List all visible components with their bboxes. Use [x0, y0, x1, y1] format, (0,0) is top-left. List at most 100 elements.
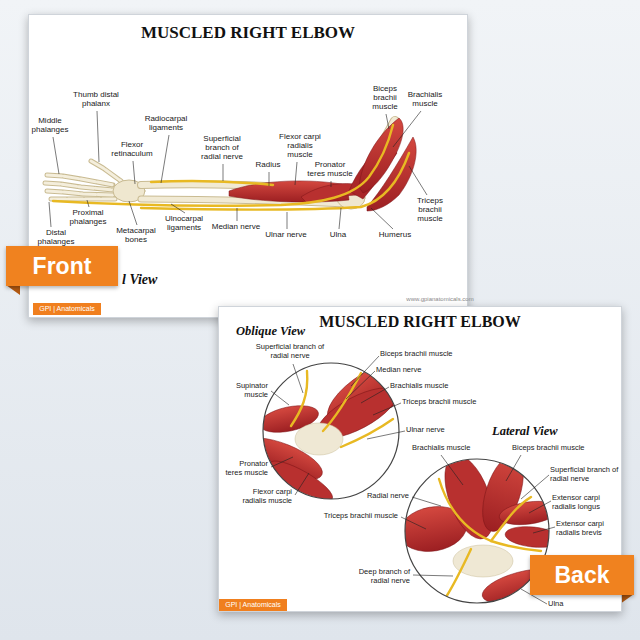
leader-line [53, 137, 59, 174]
view-heading: Oblique View [236, 324, 305, 338]
label-holder: Pronator teres muscle [222, 460, 268, 477]
part-label: Extensor carpi radialis longus [552, 493, 600, 511]
leader-line [331, 181, 332, 187]
leader-line [97, 111, 99, 162]
label-holder: Ulnocarpal ligaments [159, 214, 209, 232]
arm-illustration [45, 111, 427, 229]
oblique-view-inset [295, 423, 343, 455]
part-label: Radial nerve [367, 491, 409, 500]
part-label: Flexor retinaculum [111, 140, 152, 158]
leader-line [133, 161, 135, 184]
part-label: Extensor carpi radialis brevis [556, 519, 604, 537]
card-title: MUSCLED RIGHT ELBOW [319, 313, 521, 330]
label-holder: Radial nerve [367, 492, 409, 501]
label-holder: Ulnar nerve [406, 426, 445, 435]
label-holder: Pronator teres muscle [305, 160, 355, 178]
leader-line [295, 473, 309, 495]
badge-fold [6, 285, 20, 295]
label-holder: Ulnar nerve [265, 230, 306, 239]
part-label: Median nerve [376, 365, 421, 374]
leader-line [237, 208, 238, 221]
text-holder: Front [33, 253, 92, 280]
label-holder: Supinator muscle [228, 382, 268, 399]
leader-line [371, 208, 393, 229]
leader-line [441, 455, 463, 485]
label-holder: l View [122, 272, 157, 288]
brand-strip: GPI | Anatomicals [33, 303, 101, 315]
part-label: Flexor carpi radialis muscle [279, 132, 321, 159]
elbow-illustration [238, 347, 563, 610]
leader-line [412, 497, 441, 506]
oblique-view-inset [263, 363, 399, 499]
leader-line [49, 202, 51, 227]
leader-line [223, 164, 224, 181]
label-holder: Biceps brachii muscle [365, 84, 405, 111]
label-holder: Brachialis muscle [403, 90, 447, 108]
bone [51, 198, 115, 201]
bone [47, 191, 113, 195]
lateral-view-inset [439, 479, 541, 597]
leader-line [361, 387, 389, 403]
nerve [141, 153, 409, 210]
label-holder: Proximal phalanges [66, 208, 110, 226]
leader-line [293, 364, 303, 393]
label-holder: Oblique View [236, 324, 305, 339]
lateral-view-inset [439, 479, 541, 551]
part-label: Superficial branch of radial nerve [550, 465, 618, 483]
part-label: Triceps brachii muscle [402, 397, 476, 406]
leader-line [287, 212, 288, 229]
label-holder: Triceps brachii muscle [410, 196, 450, 223]
part-label: Thumb distal phalanx [73, 90, 119, 108]
part-label: Median nerve [212, 222, 260, 231]
part-label: Humerus [379, 230, 411, 239]
part-label: Triceps brachii muscle [324, 511, 398, 520]
label-holder: Median nerve [376, 366, 421, 375]
label-holder: Triceps brachii muscle [402, 398, 476, 407]
leader-line [271, 457, 293, 467]
leader-line [346, 371, 375, 399]
leader-line [271, 356, 555, 604]
bone [45, 121, 395, 209]
leader-line [506, 455, 521, 481]
part-label: Pronator teres muscle [225, 459, 268, 477]
label-holder: Middle phalanges [30, 116, 70, 134]
nerve [53, 125, 393, 206]
label-holder: Metacarpal bones [113, 226, 159, 244]
label-holder: Brachialis muscle [390, 382, 448, 391]
part-label: Middle phalanges [32, 116, 69, 134]
brand-text: GPI | Anatomicals [39, 305, 95, 312]
label-holder: Extensor carpi radialis brevis [556, 520, 618, 537]
part-label: Pronator teres muscle [307, 160, 352, 178]
oblique-view-inset [238, 347, 428, 508]
web-address: www.gpianatomicals.com [406, 296, 473, 302]
leader-line [409, 166, 427, 195]
leader-line [521, 475, 549, 499]
text-holder: GPI | Anatomicals [33, 303, 101, 315]
brand-text: GPI | Anatomicals [225, 601, 281, 608]
oblique-view-inset [291, 371, 307, 426]
lateral-view-inset [491, 497, 531, 541]
lateral-view-inset [498, 498, 560, 528]
part-label: Flexor carpi radialis muscle [242, 487, 292, 505]
text-holder: MUSCLED RIGHT ELBOW [29, 23, 467, 43]
badge-fold [620, 594, 634, 604]
label-holder: Superficial branch of radial nerve [249, 343, 331, 360]
side-badge: Back [530, 555, 634, 595]
bone [45, 161, 121, 199]
label-holder: Lateral View [492, 424, 558, 439]
part-label: Distal phalanges [38, 228, 75, 246]
label-holder: Biceps brachii muscle [512, 444, 585, 453]
side-badge: Front [6, 246, 118, 286]
leader-line [367, 431, 405, 439]
part-label: Superficial branch of radial nerve [256, 342, 324, 360]
part-label: Radius [256, 160, 281, 169]
bone [47, 191, 113, 195]
nerve [151, 181, 273, 185]
label-holder: Brachialis muscle [412, 444, 470, 453]
label-holder: Distal phalanges [36, 228, 76, 246]
bone [91, 161, 121, 181]
leader-line [393, 111, 421, 147]
leader-line [295, 162, 297, 185]
label-holder: www.gpianatomicals.com [406, 296, 473, 303]
part-label: Superficial branch of radial nerve [201, 134, 243, 161]
